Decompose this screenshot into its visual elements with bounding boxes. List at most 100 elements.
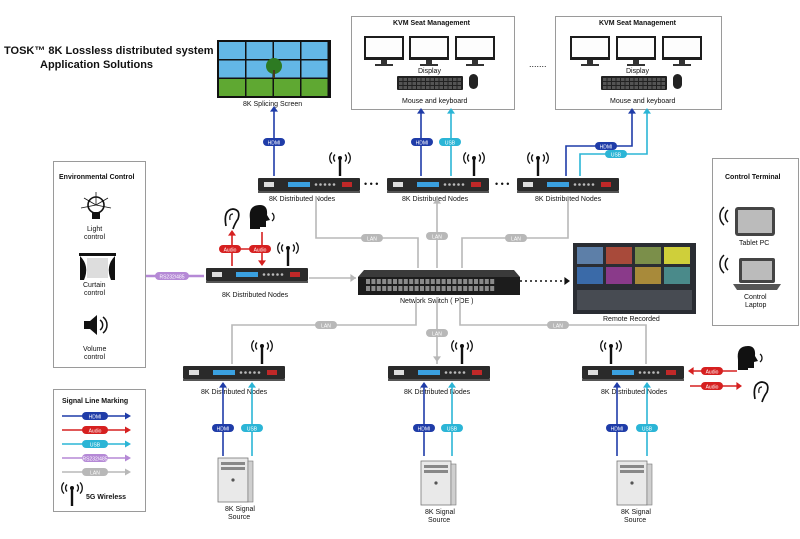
kvm-right-keyboard-mouse-key (648, 78, 652, 81)
node-top-center-antenna-wave-right-0 (478, 154, 482, 162)
switch-port (376, 279, 381, 284)
switch-port (479, 286, 484, 291)
kvm-left-display-0-neck (381, 60, 387, 64)
listener-ear-icon-top-inner (229, 213, 234, 221)
kvm-right-keyboard-mouse-key (634, 78, 638, 81)
node-bottom-right-button (647, 371, 651, 374)
tag-hdmi-kvm-left-pill (411, 138, 433, 146)
kvm-right-keyboard-mouse-key (612, 82, 616, 85)
tag-lan-top-center-pill (426, 232, 448, 240)
node-middle-button (271, 273, 275, 276)
switch-port (474, 286, 478, 291)
kvm-left-keyboard-mouse-key (430, 78, 434, 81)
source-label-center-1: 8K Signal (425, 509, 455, 516)
recorder-screen (606, 267, 632, 284)
laptop-wave-2 (719, 254, 725, 274)
curtain-window (87, 258, 108, 278)
node-bottom-right-antenna-tip (609, 344, 613, 348)
kvm-right-display-0 (570, 36, 610, 66)
tag-usb-kvm-left-text: USB (445, 140, 456, 146)
tag-audio-left-1-text: Audio (224, 247, 237, 253)
tag-hdmi-kvm-left-text: HDMI (416, 140, 429, 146)
kvm-right-keyboard-mouse-key (639, 86, 643, 89)
tag-usb-source-center-text: USB (447, 426, 458, 432)
legend-item-lan: LAN (62, 468, 131, 476)
kvm-right-display-1-foot (627, 64, 645, 66)
source-right-bay-1 (620, 465, 644, 468)
node-bottom-center-antenna-wave-right-0 (466, 342, 470, 350)
kvm-left-keyboard-mouse-key (453, 86, 457, 89)
node-top-right-button (573, 183, 577, 186)
tag-audio-right-2-pill (701, 382, 723, 390)
kvm-right-keyboard-mouse (601, 74, 682, 90)
arrow-usb-source-right (643, 382, 651, 388)
node-top-right (517, 178, 619, 193)
kvm-right-keyboard-mouse-key (616, 86, 620, 89)
node-bottom-center-badge (394, 370, 404, 375)
kvm-right-keyboard-mouse-key (634, 86, 638, 89)
kvm-left-display-1-neck (426, 60, 432, 64)
node-middle-base (206, 281, 308, 283)
kvm-left-keyboard-mouse-key (430, 82, 434, 85)
tag-lan-bottom-left-text: LAN (321, 323, 331, 329)
switch-port (452, 286, 457, 291)
node-top-center-antenna-wave-left-0 (466, 154, 470, 162)
node-top-right-button (578, 183, 581, 186)
kvm-left-keyboard-mouse-key (435, 86, 439, 89)
kvm-left-display-0-screen (366, 38, 402, 57)
node-top-left-base (258, 191, 360, 193)
arrow-audio-ear (228, 230, 236, 236)
node-top-right-button (582, 183, 586, 186)
node-middle-antenna (277, 241, 299, 266)
tag-lan-bottom-right-text: LAN (553, 323, 563, 329)
legend-text: Audio (89, 428, 102, 434)
kvm-right-display-2-neck (679, 60, 685, 64)
source-label-right-2: Source (624, 517, 647, 524)
legend-text: RS232/485 (82, 456, 107, 462)
switch-port (430, 279, 435, 284)
kvm-right-keyboard-mouse-mouse (673, 74, 682, 89)
node-top-center-button (461, 183, 465, 186)
kvm-left-keyboard-mouse-key (448, 86, 452, 89)
kvm-left-keyboard-mouse-key (430, 86, 434, 89)
environmental-control-title: Environmental Control (59, 174, 135, 181)
tag-usb-source-right: USB (636, 424, 658, 432)
switch-port (409, 286, 414, 291)
source-left-side (247, 460, 254, 503)
switch-port (463, 286, 468, 291)
node-label-bottom-left: 8K Distributed Nodes (201, 389, 268, 396)
kvm-left-keyboard-mouse-key (426, 78, 430, 81)
node-top-right-antenna (527, 151, 549, 176)
switch-port (474, 279, 478, 284)
node-top-center-badge (393, 182, 403, 187)
kvm-left-keyboard-mouse-key (453, 78, 457, 81)
control-terminal-box (712, 158, 799, 326)
curtain-control-label-2: control (84, 290, 106, 297)
tag-lan-top-right-text: LAN (511, 236, 521, 242)
tag-hdmi-videowall-pill (263, 138, 285, 146)
node-middle-antenna-wave-left-1 (277, 241, 281, 255)
curtain-icon (79, 253, 116, 280)
tag-audio-left-2: Audio (249, 245, 271, 253)
tag-hdmi-source-right-pill (606, 424, 628, 432)
tag-hdmi-kvm-right: HDMI (595, 142, 617, 150)
kvm-left-keyboard-mouse-key (448, 78, 452, 81)
kvm-left-keyboard-mouse-key (408, 86, 412, 89)
switch-port (382, 286, 387, 291)
wireless-label: 5G Wireless (86, 494, 127, 501)
arrow-hdmi-kvm-left (417, 108, 425, 114)
source-label-left-1: 8K Signal (225, 506, 255, 513)
arrow-hdmi-videowall (270, 106, 278, 112)
switch-port (371, 286, 376, 291)
kvm-right-keyboard-mouse-key (616, 82, 620, 85)
kvm-seat-box-left (351, 16, 515, 110)
legend-item-rs232-485: RS232/485 (62, 454, 131, 462)
node-bottom-left-base (183, 379, 285, 381)
kvm-right-keyboard-mouse-key (652, 78, 656, 81)
node-bottom-right-button (638, 371, 642, 374)
source-label-left-2: Source (228, 514, 251, 521)
kvm-right-keyboard-mouse-key (630, 82, 634, 85)
source-left-bay-2 (221, 467, 245, 470)
video-wall-panel (246, 60, 273, 78)
switch-port (490, 286, 495, 291)
